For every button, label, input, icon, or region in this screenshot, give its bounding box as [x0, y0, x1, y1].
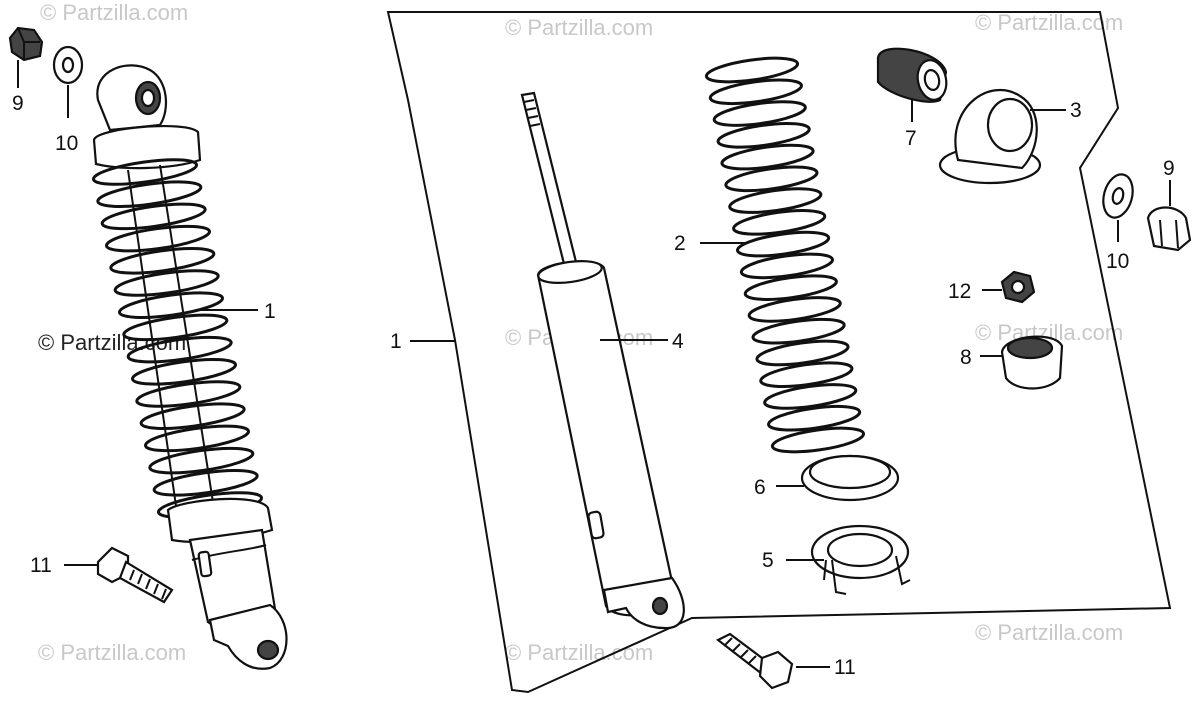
callout-7: 7	[905, 127, 917, 150]
spring-coil	[747, 296, 842, 323]
exploded-view-border	[386, 11, 1172, 694]
callout-3: 3	[1070, 99, 1082, 122]
watermark: © Partzilla.com	[38, 640, 186, 665]
spring-coil	[728, 187, 823, 214]
spring-coil	[109, 247, 216, 275]
callout-10: 10	[55, 132, 78, 155]
spring-coil	[743, 274, 838, 301]
callout-8: 8	[960, 346, 972, 369]
spring-coil	[735, 230, 831, 258]
right-cap-nut	[1146, 206, 1192, 252]
right-bolt	[715, 632, 794, 690]
damper	[520, 91, 685, 630]
watermark: © Partzilla.com	[40, 0, 188, 25]
spring-coil	[135, 380, 242, 408]
spring-coil	[759, 361, 854, 388]
spring-coil	[113, 269, 220, 297]
rubber-bushing	[876, 47, 948, 103]
watermark: © Partzilla.com	[975, 10, 1123, 35]
callout-11: 11	[834, 656, 856, 679]
spring-coil	[96, 180, 203, 208]
spring-adjuster	[810, 524, 911, 595]
spring-coil	[152, 469, 259, 497]
spring-coil	[130, 358, 238, 386]
coil-spring	[704, 56, 866, 454]
callout-4: 4	[672, 330, 684, 353]
left-washer	[52, 45, 84, 85]
callout-5: 5	[762, 549, 774, 572]
spring-coil	[143, 424, 251, 453]
callout-1: 1	[264, 300, 276, 323]
spring-coil	[763, 383, 858, 410]
callout-10: 10	[1106, 250, 1129, 273]
left-bolt	[96, 546, 174, 604]
spring-coil	[117, 291, 225, 319]
left-cap-nut	[8, 26, 44, 62]
callout-2: 2	[674, 232, 686, 255]
spring-coil	[712, 100, 807, 127]
spring-coil	[755, 339, 850, 367]
callout-1: 1	[390, 330, 402, 353]
callout-6: 6	[754, 476, 766, 499]
spring-coil	[91, 158, 199, 186]
hex-nut	[1000, 270, 1036, 304]
spring-coil	[126, 335, 233, 364]
watermark: © Partzilla.com	[505, 15, 653, 40]
spring-coil	[732, 209, 827, 236]
spring-coil	[724, 165, 819, 193]
upper-spring-seat	[938, 88, 1042, 185]
spring-coil	[148, 446, 255, 475]
spring-coil	[104, 224, 212, 253]
spring-coil	[720, 143, 815, 171]
lower-spring-seat	[800, 454, 900, 502]
watermark: © Partzilla.com	[975, 620, 1123, 645]
spring-coil	[122, 313, 229, 342]
right-washer	[1102, 173, 1134, 219]
spring-coil	[100, 202, 207, 231]
spring-coil	[704, 56, 800, 84]
left-shock-absorber	[91, 64, 288, 670]
callout-9: 9	[12, 92, 24, 115]
spring-coil	[716, 122, 811, 149]
spring-coil	[751, 317, 846, 345]
callout-11: 11	[30, 554, 52, 577]
spring-coil	[708, 78, 803, 106]
dust-cap	[1000, 335, 1064, 390]
spring-coil	[139, 402, 246, 430]
watermark: © Partzilla.com	[505, 640, 653, 665]
callout-12: 12	[948, 280, 971, 303]
spring-coil	[767, 404, 862, 432]
spring-coil	[770, 426, 866, 454]
spring-coil	[739, 252, 835, 280]
callout-9: 9	[1163, 157, 1175, 180]
